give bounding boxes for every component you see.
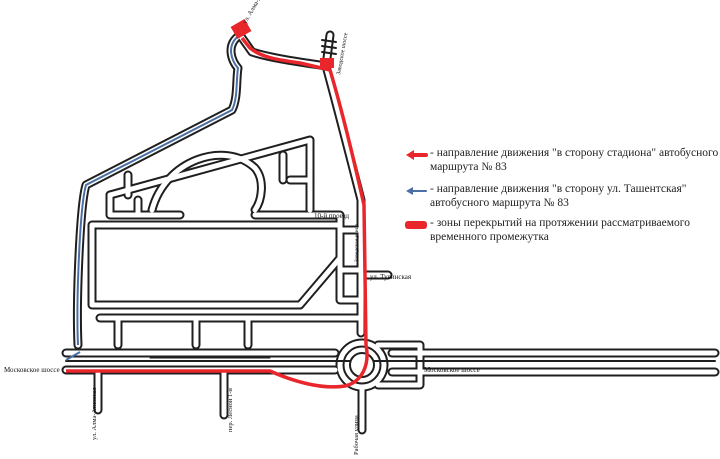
legend-text-closure-zone: - зоны перекрытий на протяжении рассматр… (430, 217, 690, 243)
label-top-right-street: Заводское шоссе (336, 32, 349, 75)
legend-item-red-direction: - направление движения "в сторону стадио… (404, 146, 720, 186)
label-side-upper: Заводская улица (354, 223, 360, 262)
crossing-marks (321, 39, 337, 55)
label-top-street: ул. Алма-Ата 20 (242, 0, 270, 25)
closure-zone-right (320, 58, 334, 68)
route-red-line (66, 36, 369, 389)
legend-item-closure-zone: - зоны перекрытий на протяжении рассматр… (404, 216, 720, 256)
label-rabochaya: Рабочая улица (353, 415, 360, 455)
label-10-proezd: 10-й проезд (314, 212, 349, 220)
label-tuvinskaya: ул. Тувинская (370, 273, 412, 281)
route-blue-tail (65, 351, 81, 361)
label-moskovskoe-right: Московское шоссе (424, 366, 480, 374)
road-network (61, 30, 720, 435)
blue-arrow-icon (406, 187, 427, 195)
label-alma-atinskaya: ул. Алма-Атинская (91, 387, 98, 440)
red-arrow-icon (406, 150, 428, 160)
label-lesnoy-per: пер. Лесной 1-й (227, 388, 234, 432)
closure-zone-top (230, 18, 252, 40)
legend-text-blue-direction: - направление движения "в сторону ул. Та… (430, 183, 687, 209)
red-bar-icon (405, 221, 427, 229)
legend-text-red-direction: - направление движения "в сторону стадио… (430, 147, 719, 173)
label-moskovskoe-left: Московское шоссе (4, 366, 60, 374)
legend-item-blue-direction: - направление движения "в сторону ул. Та… (404, 182, 720, 222)
route-blue-line (76, 34, 241, 346)
